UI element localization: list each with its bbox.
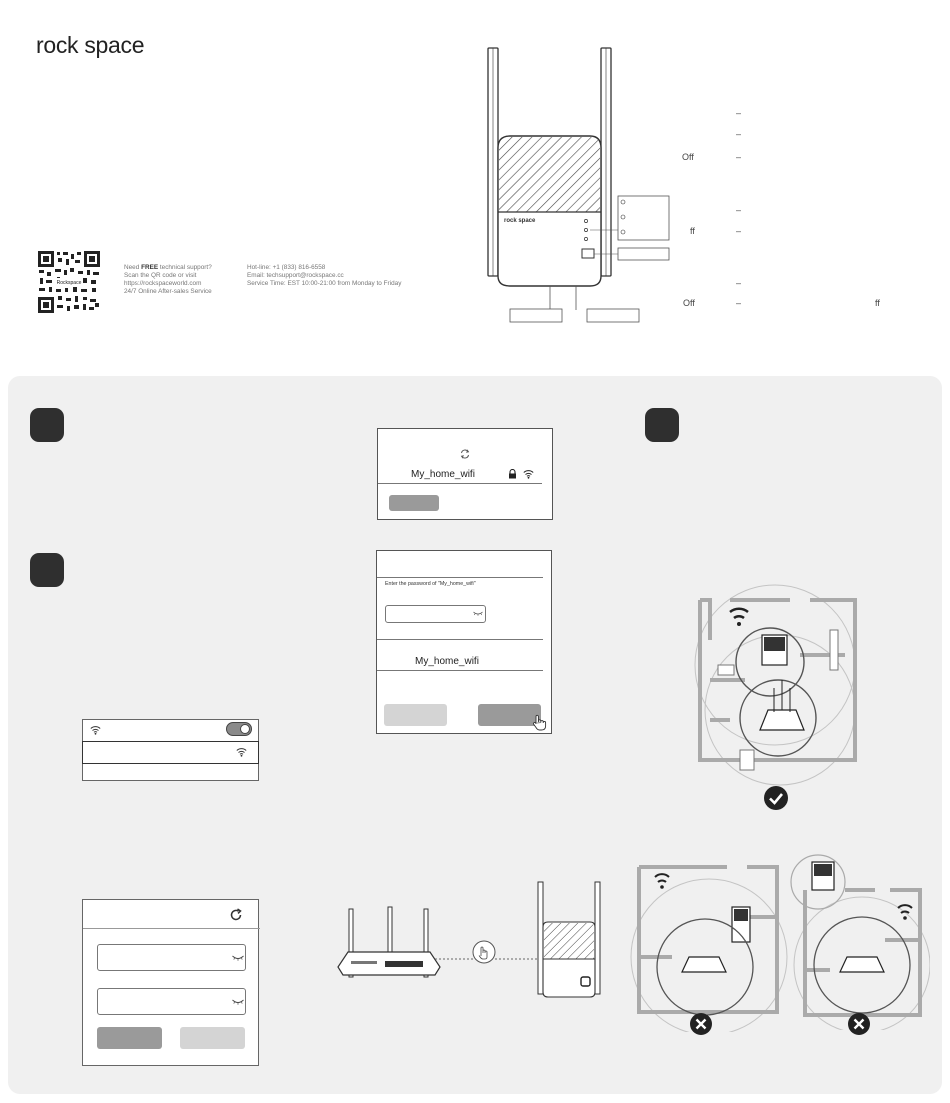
contact-text: Hot-line: +1 (833) 816-6558 Email: techs… [247,264,402,287]
cross-icon [690,1013,712,1035]
support-text: Need FREE technical support? Scan the QR… [124,264,212,295]
floorplan-wrong-2 [790,850,930,1030]
password-prompt: Enter the password of "My_home_wifi" [385,581,476,587]
network-list-item[interactable] [82,741,259,764]
cancel-button[interactable] [384,704,447,726]
legend-dash: – [736,129,742,139]
led-state-label: Off [683,298,695,308]
check-icon [764,786,788,810]
ssid-field[interactable] [97,944,246,971]
cross-icon [848,1013,870,1035]
wps-pairing-illustration [335,877,615,1002]
step-badge-2 [30,553,64,587]
floorplan-correct [690,570,860,810]
wifi-icon [90,725,101,735]
network-name[interactable]: My_home_wifi [411,469,475,480]
extender-diagram: rock space [480,40,680,330]
password-field[interactable] [385,605,486,623]
svg-text:rock space: rock space [504,218,536,224]
login-card [82,899,260,1066]
qr-code: Rockspace [37,250,101,314]
connect-button[interactable] [389,495,439,511]
eye-closed-icon[interactable] [473,611,483,617]
eye-closed-icon[interactable] [232,999,244,1006]
led-state-label: ff [875,298,880,308]
qr-caption: Rockspace [57,280,82,286]
legend-dash: – [736,152,742,162]
legend-dash: – [736,278,742,288]
password-field[interactable] [97,988,246,1015]
brand-logo: rock space [36,32,145,58]
join-button[interactable] [478,704,541,726]
skip-button[interactable] [180,1027,245,1049]
hand-pointer-icon [532,714,548,732]
floorplan-wrong-1 [627,862,792,1032]
save-button[interactable] [97,1027,162,1049]
led-state-label: Off [682,152,694,162]
legend-dash: – [736,226,742,236]
step-badge-3 [645,408,679,442]
legend-dash: – [736,108,742,118]
wifi-icon [236,747,247,757]
wifi-settings-card [82,719,259,781]
step-badge-1 [30,408,64,442]
lock-icon [508,469,517,479]
legend-dash: – [736,298,742,308]
led-state-label: ff [690,226,695,236]
refresh-icon[interactable] [459,448,471,460]
wifi-scan-card: My_home_wifi [377,428,553,520]
password-card: Enter the password of "My_home_wifi" My_… [376,550,552,734]
legend-dash: – [736,205,742,215]
network-name: My_home_wifi [415,656,479,667]
toggle-icon[interactable] [226,722,252,736]
refresh-icon[interactable] [229,908,243,922]
eye-closed-icon[interactable] [232,955,244,962]
wifi-icon [523,469,534,479]
